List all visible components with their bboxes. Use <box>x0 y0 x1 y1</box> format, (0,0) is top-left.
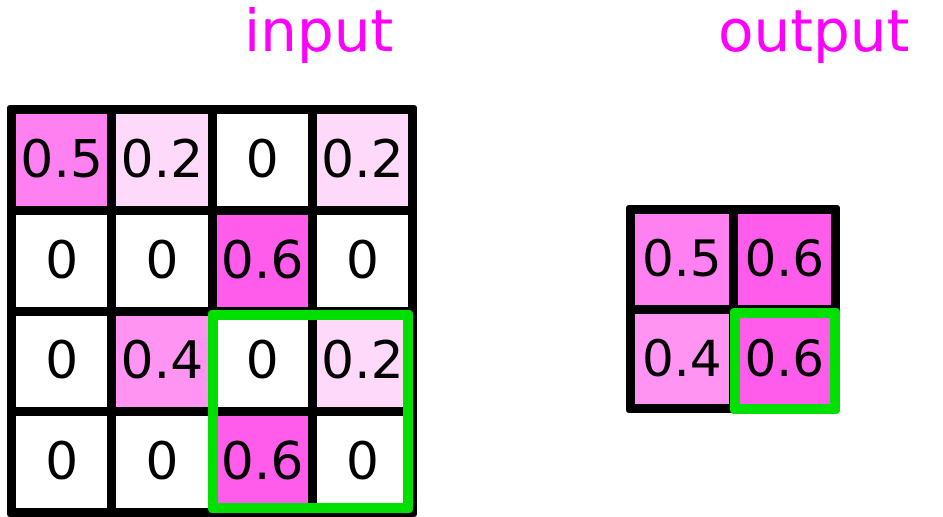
input-cell-r2-c0: 0 <box>16 315 108 408</box>
input-cell-r2-c1: 0.4 <box>116 315 208 408</box>
output-title: output <box>718 0 910 65</box>
input-title: input <box>244 0 394 65</box>
input-cell-r0-c2: 0 <box>216 114 308 206</box>
output-cell-r1-c1: 0.6 <box>737 313 831 404</box>
input-cell-r3-c1: 0 <box>116 416 208 508</box>
input-cell-r3-c0: 0 <box>16 416 108 508</box>
output-cell-r1-c0: 0.4 <box>635 313 729 404</box>
input-cell-r1-c3: 0 <box>316 214 408 307</box>
input-cell-r3-c2: 0.6 <box>216 416 308 508</box>
input-cell-r1-c2: 0.6 <box>216 214 308 307</box>
input-cell-r0-c3: 0.2 <box>316 114 408 206</box>
output-cell-r0-c1: 0.6 <box>737 214 831 305</box>
input-cell-r2-c3: 0.2 <box>316 315 408 408</box>
input-cell-r1-c1: 0 <box>116 214 208 307</box>
output-cell-r0-c0: 0.5 <box>635 214 729 305</box>
input-cell-r0-c0: 0.5 <box>16 114 108 206</box>
input-cell-r2-c2: 0 <box>216 315 308 408</box>
input-cell-r1-c0: 0 <box>16 214 108 307</box>
input-cell-r3-c3: 0 <box>316 416 408 508</box>
input-cell-r0-c1: 0.2 <box>116 114 208 206</box>
